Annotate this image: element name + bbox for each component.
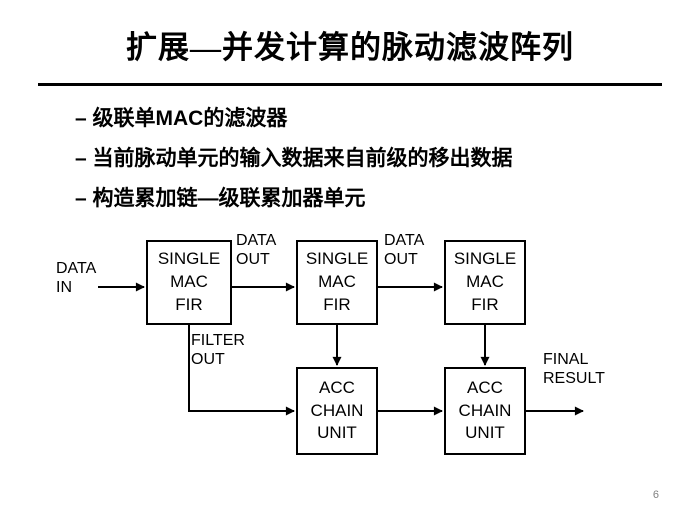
label-data-out-2: DATA OUT <box>384 231 425 269</box>
label-filter-out: FILTER OUT <box>191 331 245 369</box>
bullet-list: – 级联单MAC的滤波器 – 当前脉动单元的输入数据来自前级的移出数据 – 构造… <box>75 99 675 219</box>
bullet-item: – 当前脉动单元的输入数据来自前级的移出数据 <box>75 147 513 170</box>
acc-chain-unit-box-2: ACC CHAIN UNIT <box>444 367 526 455</box>
bullet-item: – 级联单MAC的滤波器 <box>75 107 288 130</box>
single-mac-fir-box-2: SINGLE MAC FIR <box>296 240 378 325</box>
single-mac-fir-box-3: SINGLE MAC FIR <box>444 240 526 325</box>
title-divider <box>38 83 662 86</box>
page-number: 6 <box>652 489 659 501</box>
acc-chain-unit-box-1: ACC CHAIN UNIT <box>296 367 378 455</box>
bullet-item: – 构造累加链—级联累加器单元 <box>75 187 366 210</box>
label-final-result: FINAL RESULT <box>543 350 605 388</box>
label-data-in: DATA IN <box>56 259 97 297</box>
label-data-out-1: DATA OUT <box>236 231 277 269</box>
page-title: 扩展—并发计算的脉动滤波阵列 <box>126 30 574 65</box>
single-mac-fir-box-1: SINGLE MAC FIR <box>146 240 232 325</box>
